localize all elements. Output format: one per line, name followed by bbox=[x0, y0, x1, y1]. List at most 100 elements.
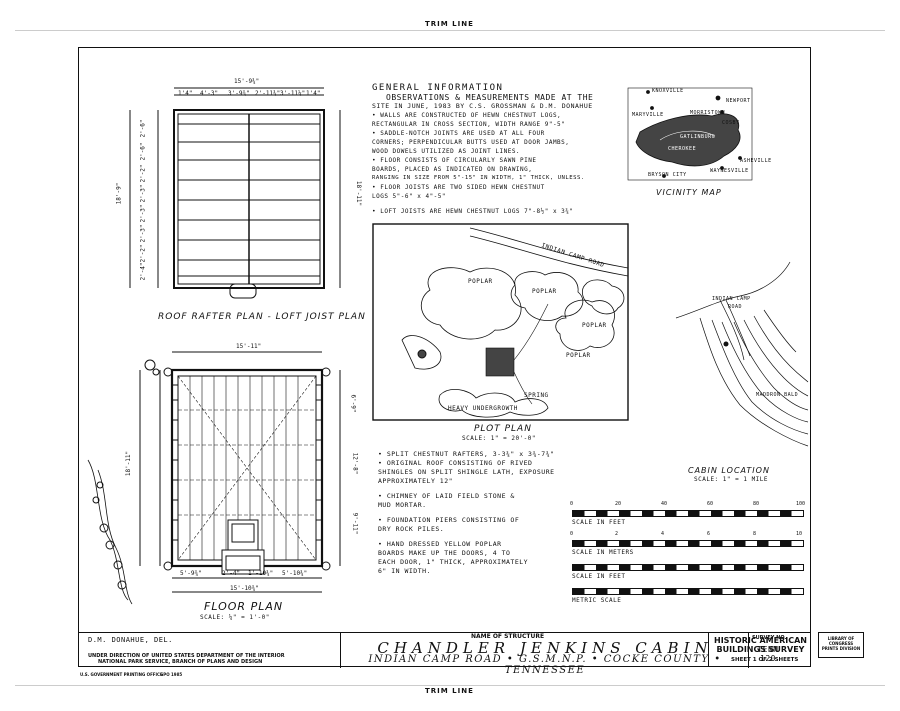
general-info: GENERAL INFORMATION OBSERVATIONS & MEASU… bbox=[372, 84, 634, 216]
general-info-line-4: RECTANGULAR IN CROSS SECTION, WIDTH RANG… bbox=[372, 121, 566, 128]
floor-bottom-overall: 15'-10¾" bbox=[230, 585, 259, 592]
roof-plan-title: ROOF RAFTER PLAN - LOFT JOIST PLAN bbox=[158, 312, 366, 322]
floor-bottom-dim-1: 5'-9¾" bbox=[180, 570, 202, 577]
vicinity-place-cherokee: CHEROKEE bbox=[668, 146, 697, 152]
note-line-1: • SPLIT CHESTNUT RAFTERS, 3-3¾" x 3¾-7¾" bbox=[378, 450, 555, 458]
scale-feet-tick-0: 0 bbox=[570, 501, 574, 507]
scale-meter-tick-0: 0 bbox=[570, 531, 574, 537]
scale-meter-tick-4: 4 bbox=[661, 531, 665, 537]
vicinity-place-cosby: COSBY bbox=[722, 120, 740, 126]
scale-label-feet-2: SCALE IN FEET bbox=[572, 573, 626, 580]
trim-line-top: TRIM LINE bbox=[425, 20, 474, 28]
general-info-line-5: • SADDLE-NOTCH JOINTS ARE USED AT ALL FO… bbox=[372, 130, 545, 137]
floor-bottom-dim-3: 1'-10¾" bbox=[248, 570, 274, 577]
note-line-11: EACH DOOR, 1" THICK, APPROXIMATELY bbox=[378, 558, 529, 566]
footer-printer: U.S. GOVERNMENT PRINTING OFFICE bbox=[80, 672, 163, 677]
scale-meter-tick-2: 2 bbox=[615, 531, 619, 537]
note-line-10: BOARDS MAKE UP THE DOORS, 4 TO bbox=[378, 549, 511, 557]
structure-name: CHANDLER JENKINS CABIN bbox=[377, 639, 713, 657]
scale-label-feet: SCALE IN FEET bbox=[572, 519, 626, 526]
vicinity-place-gatlinburg: GATLINBURG bbox=[680, 134, 716, 140]
roof-top-dim-5: 3'-11¼" bbox=[280, 90, 306, 97]
scale-meter-tick-6: 6 bbox=[707, 531, 711, 537]
plot-label-poplar-4: POPLAR bbox=[566, 352, 591, 359]
sheet-number: SHEET 1 OF 2 SHEETS bbox=[731, 657, 799, 663]
scale-bar-feet bbox=[572, 510, 804, 517]
title-block-survey-cell: SURVEY NO. TENN 120 bbox=[748, 633, 787, 668]
vicinity-place-waynesville: WAYNESVILLE bbox=[710, 168, 749, 174]
roof-top-dim-1: 1'4" bbox=[178, 90, 193, 97]
general-info-line-6: CORNERS; PERPENDICULAR BUTTS USED AT DOO… bbox=[372, 139, 570, 146]
plot-label-spring: SPRING bbox=[524, 392, 549, 399]
note-line-7: • FOUNDATION PIERS CONSISTING OF bbox=[378, 516, 520, 524]
vicinity-place-maryville: MARYVILLE bbox=[632, 112, 664, 118]
general-info-line-12: LOGS 5"-6" x 4"-5" bbox=[372, 193, 447, 200]
note-line-2: • ORIGINAL ROOF CONSISTING OF RIVED bbox=[378, 459, 533, 467]
title-block-name-cell: NAME OF STRUCTURE CHANDLER JENKINS CABIN… bbox=[340, 633, 749, 676]
general-info-line-3: • WALLS ARE CONSTRUCTED OF HEWN CHESTNUT… bbox=[372, 112, 562, 119]
scale-meter-tick-8: 8 bbox=[753, 531, 757, 537]
habs-title: HISTORIC AMERICAN BUILDINGS SURVEY bbox=[714, 636, 807, 654]
scale-bar-meters bbox=[572, 540, 804, 547]
general-info-heading: GENERAL INFORMATION bbox=[372, 83, 504, 93]
scale-feet-tick-60: 60 bbox=[707, 501, 714, 507]
roof-top-dim-2: 4'-3" bbox=[200, 90, 219, 97]
cabin-location-title: CABIN LOCATION bbox=[688, 466, 770, 475]
general-info-line-11: • FLOOR JOISTS ARE TWO SIDED HEWN CHESTN… bbox=[372, 184, 545, 191]
sheet-border bbox=[78, 47, 811, 667]
cabin-location-scale: SCALE: 1" = 1 MILE bbox=[694, 476, 769, 483]
scale-feet-tick-20: 20 bbox=[615, 501, 622, 507]
location-label-indian-camp: INDIAN CAMP bbox=[712, 296, 751, 302]
delineator-credit: D.M. DONAHUE, DEL. bbox=[88, 636, 173, 644]
general-info-line-7: WOOD DOWELS UTILIZED AS JOINT LINES. bbox=[372, 148, 521, 155]
roof-top-dim-4: 2'-11¾" bbox=[255, 90, 281, 97]
note-line-4: APPROXIMATELY 12" bbox=[378, 477, 454, 485]
vicinity-place-knoxville: KNOXVILLE bbox=[652, 88, 684, 94]
floor-bottom-dim-2: 2'-4" bbox=[222, 570, 241, 577]
note-line-9: • HAND DRESSED YELLOW POPLAR bbox=[378, 540, 502, 548]
general-info-line-9: BOARDS, PLACED AS INDICATED ON DRAWING, bbox=[372, 166, 533, 173]
scale-bar-metric bbox=[572, 588, 804, 595]
scale-bar-feet-2 bbox=[572, 564, 804, 571]
roof-top-dim-6: 1'4" bbox=[306, 90, 321, 97]
vicinity-place-newport: NEWPORT bbox=[726, 98, 751, 104]
general-info-line-13: • LOFT JOISTS ARE HEWN CHESTNUT LOGS 7"-… bbox=[372, 208, 574, 215]
scale-feet-tick-80: 80 bbox=[753, 501, 760, 507]
library-stamp: LIBRARY OF CONGRESS PRINTS DIVISION bbox=[818, 632, 864, 658]
roof-top-dim-3: 3'-9¾" bbox=[228, 90, 250, 97]
general-info-line-8: • FLOOR CONSISTS OF CIRCULARLY SAWN PINE bbox=[372, 157, 537, 164]
agency-text: UNDER DIRECTION OF UNITED STATES DEPARTM… bbox=[88, 653, 285, 659]
plot-label-poplar-1: POPLAR bbox=[468, 278, 493, 285]
structure-location: INDIAN CAMP ROAD • G.S.M.N.P. • COCKE CO… bbox=[368, 654, 722, 676]
scale-label-metric: METRIC SCALE bbox=[572, 597, 622, 604]
trim-rule-top bbox=[15, 30, 885, 31]
general-info-line-2: SITE IN JUNE, 1983 BY C.S. GROSSMAN & D.… bbox=[372, 102, 593, 110]
floor-plan-scale: SCALE: ¼" = 1'-0" bbox=[200, 614, 270, 621]
plot-plan-title: PLOT PLAN bbox=[474, 424, 532, 434]
roof-overall-width: 15'-9¾" bbox=[234, 78, 260, 85]
note-line-8: DRY ROCK PILES. bbox=[378, 525, 445, 533]
plot-label-undergrowth: HEAVY UNDERGROWTH bbox=[448, 405, 518, 412]
trim-rule-bottom bbox=[15, 685, 885, 686]
vicinity-place-asheville: ASHEVILLE bbox=[740, 158, 772, 164]
note-line-3: SHINGLES ON SPLIT SHINGLE LATH, EXPOSURE bbox=[378, 468, 555, 476]
scale-meter-tick-10: 10 bbox=[796, 531, 803, 537]
location-label-maddron-bald: MADDRON BALD bbox=[756, 392, 799, 398]
footer-code: GPO 1985 bbox=[160, 672, 183, 677]
note-line-5: • CHIMNEY OF LAID FIELD STONE & bbox=[378, 492, 515, 500]
plot-plan-scale: SCALE: 1" = 20'-0" bbox=[462, 435, 537, 442]
graphic-scales: SCALE IN FEET SCALE IN METERS SCALE IN F… bbox=[572, 506, 804, 616]
plot-label-poplar-2: POPLAR bbox=[532, 288, 557, 295]
library-text: LIBRARY OF CONGRESS PRINTS DIVISION bbox=[821, 636, 861, 651]
service-text: NATIONAL PARK SERVICE, BRANCH OF PLANS A… bbox=[98, 659, 263, 665]
vicinity-place-bryson-city: BRYSON CITY bbox=[648, 172, 687, 178]
general-info-line-1: OBSERVATIONS & MEASUREMENTS MADE AT THE bbox=[386, 93, 594, 102]
trim-line-bottom: TRIM LINE bbox=[425, 687, 474, 695]
title-block-habs-cell: HISTORIC AMERICAN BUILDINGS SURVEY SHEET… bbox=[708, 632, 812, 667]
scale-label-meters: SCALE IN METERS bbox=[572, 549, 634, 556]
